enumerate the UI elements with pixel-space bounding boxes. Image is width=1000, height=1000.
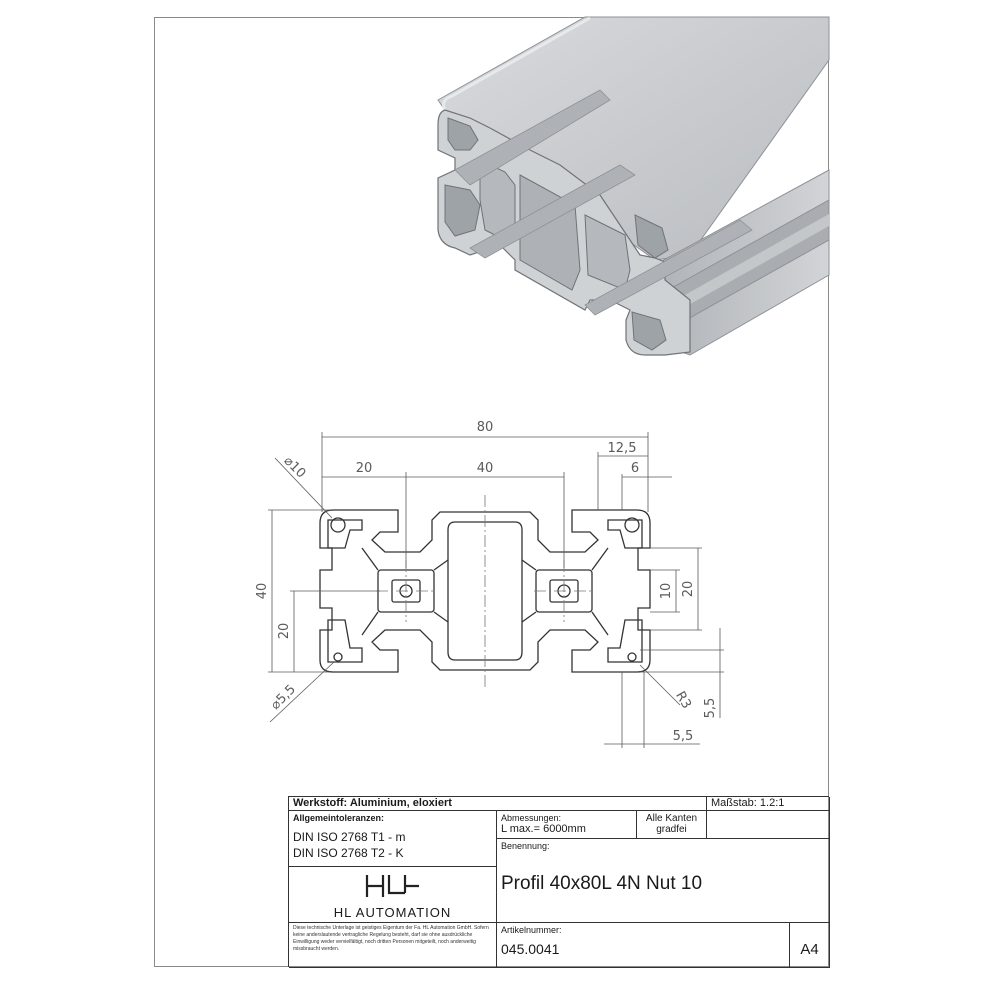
dim-half-height: 20 xyxy=(277,623,292,640)
dim-total-width: 80 xyxy=(477,420,494,435)
dim-slot-span: 20 xyxy=(681,581,696,598)
tolerances-cell: Allgemeintoleranzen: DIN ISO 2768 T1 - m… xyxy=(289,811,497,867)
dim-center-width: 40 xyxy=(477,461,494,476)
company-name: HL AUTOMATION xyxy=(333,905,452,920)
dimension-lines xyxy=(268,432,724,748)
material-field: Werkstoff: Aluminium, eloxiert xyxy=(289,797,707,811)
dim-slot-offset: 6 xyxy=(631,461,639,476)
dim-lip-horizontal: 5,5 xyxy=(673,729,694,744)
article-label: Artikelnummer: xyxy=(501,925,562,935)
dimensions-label: Abmessungen: xyxy=(501,813,562,823)
dim-right-offset: 12,5 xyxy=(608,441,637,456)
edges-note: Alle Kanten gradfei xyxy=(637,811,707,839)
dim-radius: R3 xyxy=(672,689,694,711)
paper-format: A4 xyxy=(790,923,830,968)
dim-lip-vertical: 5,5 xyxy=(703,698,718,719)
name-cell: Benennung: Profil 40x80L 4N Nut 10 xyxy=(497,839,830,923)
dim-height: 40 xyxy=(255,583,270,600)
dimensions-value: L max.= 6000mm xyxy=(501,823,586,835)
tolerance-2: DIN ISO 2768 T2 - K xyxy=(293,846,404,860)
company-logo-icon xyxy=(365,875,419,897)
dim-bore-diameter: ⌀5,5 xyxy=(268,682,299,713)
dim-left-width: 20 xyxy=(356,461,373,476)
scale-field: Maßstab: 1.2:1 xyxy=(707,797,830,811)
title-block: Werkstoff: Aluminium, eloxiert Maßstab: … xyxy=(288,796,830,968)
article-cell: Artikelnummer: 045.0041 xyxy=(497,923,790,968)
drawing-sheet xyxy=(154,17,829,967)
name-label: Benennung: xyxy=(501,841,550,851)
profile-3d-view xyxy=(437,16,830,356)
article-number: 045.0041 xyxy=(501,941,560,957)
legal-notice: Diese technische Unterlage ist geistiges… xyxy=(289,923,497,968)
blank-cell xyxy=(707,811,830,839)
dim-corner-diameter: ⌀10 xyxy=(281,454,309,482)
section-center-cavity xyxy=(447,521,523,661)
tolerance-1: DIN ISO 2768 T1 - m xyxy=(293,830,406,844)
dimension-labels: 80 20 40 12,5 6 ⌀10 40 20 ⌀5,5 10 20 R3 … xyxy=(255,420,718,744)
section-outer-contour xyxy=(319,509,651,673)
dim-slot-width: 10 xyxy=(659,583,674,600)
tolerances-label: Allgemeintoleranzen: xyxy=(293,813,385,823)
part-name: Profil 40x80L 4N Nut 10 xyxy=(501,873,703,894)
dimensions-cell: Abmessungen: L max.= 6000mm xyxy=(497,811,637,839)
center-lines xyxy=(376,495,594,690)
logo-cell: HL AUTOMATION xyxy=(289,867,497,923)
